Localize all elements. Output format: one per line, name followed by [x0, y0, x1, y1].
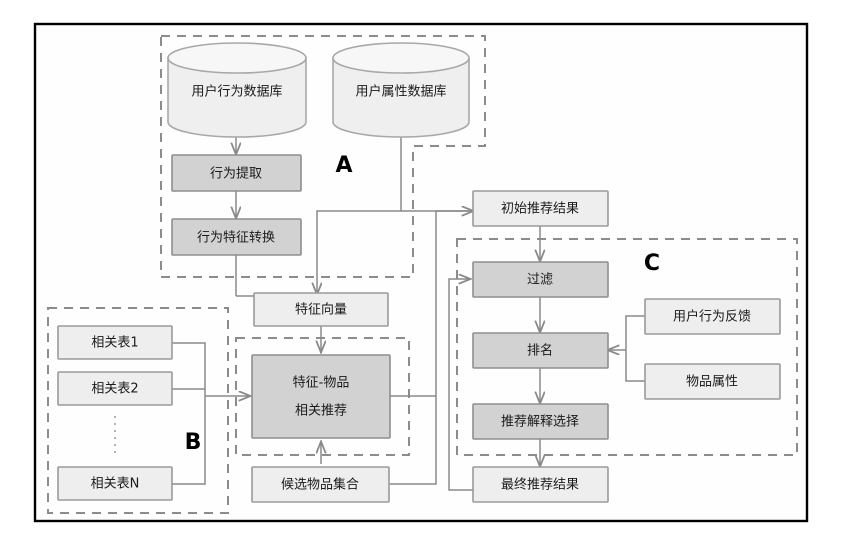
node-feature-vector[interactable]: 特征向量: [253, 292, 389, 327]
node-ranking-label: 排名: [527, 343, 553, 359]
node-related-table-2[interactable]: 相关表2: [57, 371, 173, 406]
node-feature-vector-label: 特征向量: [295, 302, 347, 318]
node-recommend-explanation-select-label: 推荐解释选择: [501, 415, 579, 430]
node-feature-item-recommend[interactable]: 特征-物品 相关推荐: [251, 354, 391, 439]
node-feature-item-recommend-line1: 特征-物品: [293, 376, 350, 391]
connector-feedback-to-ranking: [625, 315, 645, 350]
node-behavior-extraction-label: 行为提取: [210, 166, 262, 182]
connector-itemattr-to-ranking: [625, 350, 645, 382]
node-behavior-feature-transform[interactable]: 行为特征转换: [171, 218, 302, 256]
group-c-letter: C: [644, 251, 660, 276]
node-user-behavior-feedback-label: 用户行为反馈: [673, 309, 751, 325]
node-ranking[interactable]: 排名: [472, 332, 609, 369]
connector-tablen-bus: [172, 396, 206, 485]
datastore-user-attribute-db[interactable]: 用户属性数据库: [332, 42, 470, 138]
node-feature-item-recommend-line2: 相关推荐: [295, 404, 347, 419]
connector-candidate-right-branch: [389, 396, 437, 485]
node-related-table-2-label: 相关表2: [91, 382, 138, 397]
node-related-table-n[interactable]: 相关表N: [57, 466, 173, 501]
node-item-attribute[interactable]: 物品属性: [644, 363, 781, 400]
node-user-behavior-feedback[interactable]: 用户行为反馈: [644, 298, 781, 335]
datastore-user-behavior-db[interactable]: 用户行为数据库: [167, 42, 307, 138]
node-candidate-item-set-label: 候选物品集合: [281, 477, 359, 493]
connector-table1-bus: [172, 342, 206, 396]
group-c-boundary: [456, 238, 798, 456]
node-recommend-explanation-select[interactable]: 推荐解释选择: [472, 403, 609, 440]
node-final-recommend-result-label: 最终推荐结果: [501, 477, 579, 493]
datastore-user-attribute-db-label: 用户属性数据库: [355, 84, 446, 100]
datastore-user-behavior-db-label: 用户行为数据库: [191, 84, 282, 100]
node-initial-recommend-result-label: 初始推荐结果: [501, 202, 579, 217]
group-a-letter: A: [335, 153, 352, 178]
group-b-letter: B: [185, 430, 202, 455]
node-filter-label: 过滤: [527, 273, 553, 288]
node-item-attribute-label: 物品属性: [686, 375, 738, 390]
connector-final-feedback-loop: [448, 279, 487, 491]
node-candidate-item-set[interactable]: 候选物品集合: [251, 466, 390, 503]
node-behavior-feature-transform-label: 行为特征转换: [197, 231, 275, 246]
node-related-table-1-label: 相关表1: [91, 336, 138, 351]
node-final-recommend-result[interactable]: 最终推荐结果: [472, 466, 609, 503]
connector-attrdb-to-feature-vector: [317, 136, 402, 294]
node-related-table-1[interactable]: 相关表1: [57, 325, 173, 360]
node-related-table-n-label: 相关表N: [91, 477, 140, 492]
group-a-boundary: [160, 35, 486, 278]
node-behavior-extraction[interactable]: 行为提取: [171, 154, 302, 192]
node-initial-recommend-result[interactable]: 初始推荐结果: [472, 190, 609, 227]
node-filter[interactable]: 过滤: [472, 261, 609, 298]
